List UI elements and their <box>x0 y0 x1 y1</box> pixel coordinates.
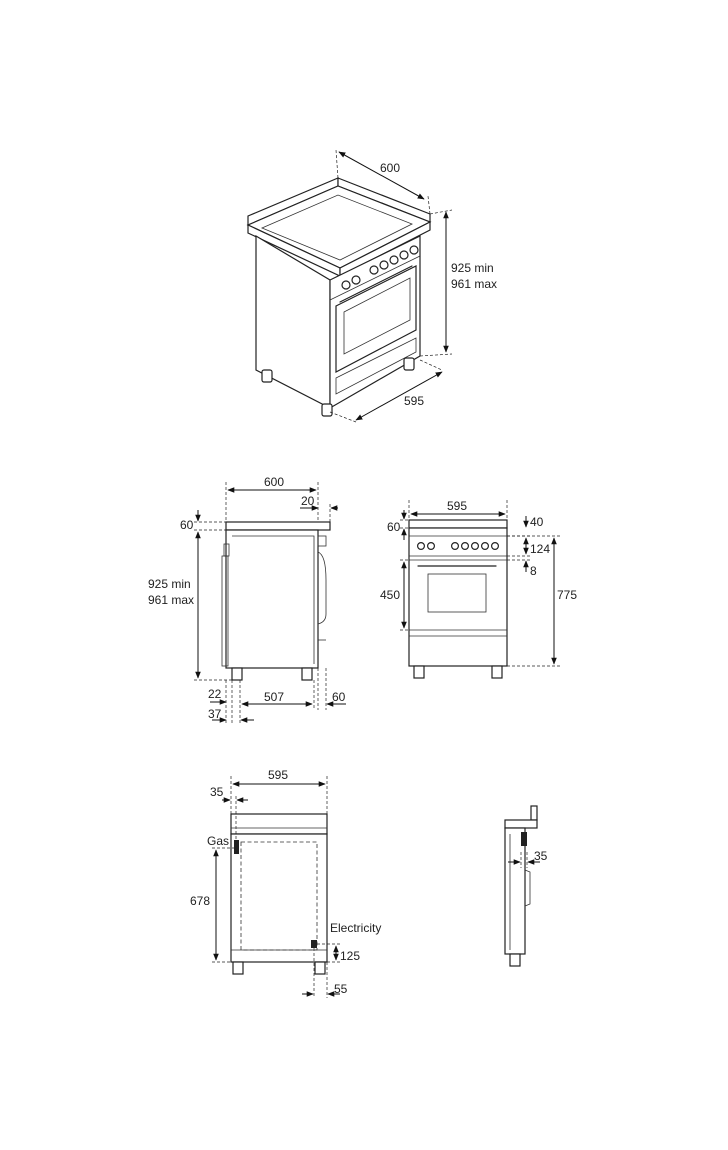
side-top-label: 60 <box>180 518 194 532</box>
front-width-label: 595 <box>447 499 467 513</box>
iso-depth-label: 600 <box>380 161 400 175</box>
front-oven-height-label: 450 <box>380 588 400 602</box>
side-depth-label: 600 <box>264 475 284 489</box>
front-panel-gap-label: 40 <box>530 515 544 529</box>
profile-depth-label: 35 <box>534 849 548 863</box>
rear-offset-label: 35 <box>210 785 224 799</box>
rear-gas-label: Gas <box>207 834 229 848</box>
rear-elec-height-label: 125 <box>340 949 360 963</box>
rear-width-label: 595 <box>268 768 288 782</box>
knob-row-front <box>417 541 500 550</box>
isometric-view: 600 925 min 961 max 595 <box>246 149 497 423</box>
iso-height-max-label: 961 max <box>451 277 497 291</box>
knob-row-iso <box>341 245 419 290</box>
side-overhang-label: 20 <box>301 494 315 508</box>
side-height-max-label: 961 max <box>148 593 194 607</box>
side-rear-label: 60 <box>332 690 346 704</box>
rear-gas-height-label: 678 <box>190 894 210 908</box>
profile-view: 35 <box>504 805 548 967</box>
front-view: 595 60 450 40 124 8 775 <box>380 499 577 679</box>
iso-width-label: 595 <box>404 394 424 408</box>
front-total-label: 775 <box>557 588 577 602</box>
iso-height-min-label: 925 min <box>451 261 494 275</box>
rear-view: 595 35 Gas 678 Electricity 125 55 <box>190 768 381 998</box>
rear-elec-offset-label: 55 <box>334 982 348 996</box>
front-panel-label: 124 <box>530 542 550 556</box>
rear-electricity-label: Electricity <box>330 921 381 935</box>
front-gap-small-label: 8 <box>530 564 537 578</box>
side-feet-span-label: 507 <box>264 690 284 704</box>
side-foot-offset-a-label: 22 <box>208 687 222 701</box>
side-height-min-label: 925 min <box>148 577 191 591</box>
side-foot-offset-b-label: 37 <box>208 707 222 721</box>
side-view: 600 20 60 925 min 961 max 22 507 60 37 <box>148 475 346 724</box>
front-top-label: 60 <box>387 520 401 534</box>
